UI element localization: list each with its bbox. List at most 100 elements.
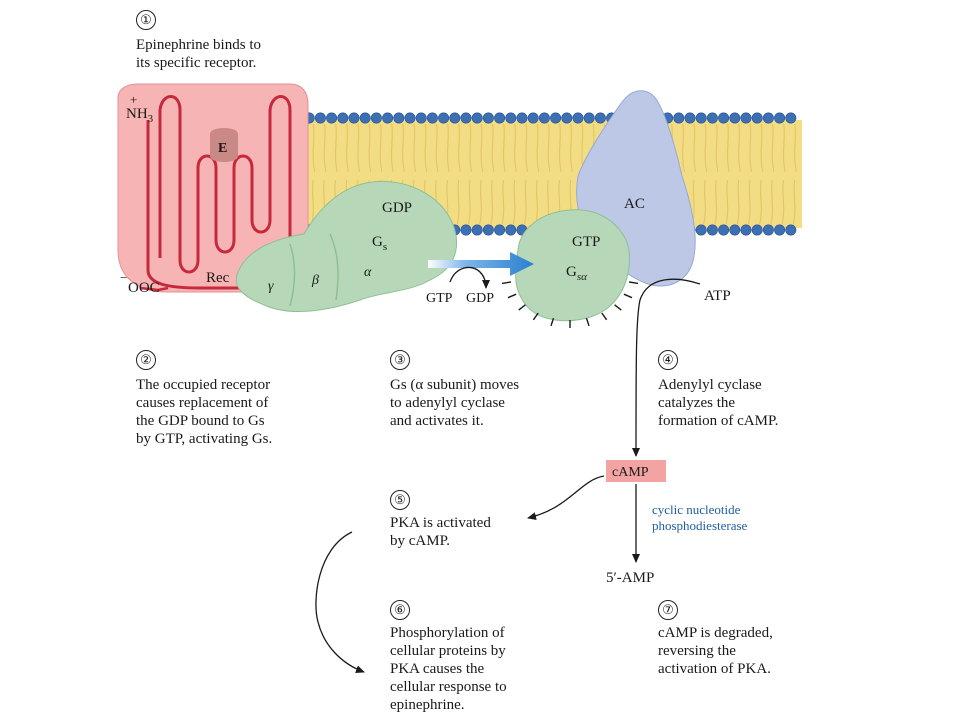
lipid-head xyxy=(314,112,326,124)
activation-rays xyxy=(501,281,639,328)
step-4-line-3: formation of cAMP. xyxy=(658,413,779,429)
ooc-label: OOC xyxy=(128,280,160,296)
step-7-line-1: cAMP is degraded, xyxy=(658,625,773,641)
lipid-tail xyxy=(467,179,471,225)
lipid-tail xyxy=(334,123,338,173)
lipid-tail xyxy=(458,123,461,173)
lipid-tail xyxy=(402,123,405,173)
step-2-number: ② xyxy=(136,350,156,370)
step-3-line-3: and activates it. xyxy=(390,413,484,429)
lipid-head xyxy=(594,112,606,124)
lipid-head xyxy=(460,224,472,236)
camp-label: cAMP xyxy=(612,465,649,480)
lipid-tail xyxy=(570,123,573,173)
lipid-head xyxy=(460,112,472,124)
lipid-tail xyxy=(525,123,529,173)
gtp-in-label: GTP xyxy=(426,291,453,306)
lipid-head xyxy=(695,112,707,124)
activation-ray xyxy=(601,312,608,321)
activation-ray xyxy=(614,304,622,311)
step-6-line-4: cellular response to xyxy=(390,679,507,695)
lipid-tail xyxy=(535,179,538,225)
lipid-head xyxy=(516,112,528,124)
step-1-line-2: its specific receptor. xyxy=(136,55,257,71)
lipid-tail xyxy=(446,123,450,173)
step-5-line-2: by cAMP. xyxy=(390,533,451,549)
lipid-head xyxy=(718,112,730,124)
lipid-tail xyxy=(523,179,527,225)
lipid-head xyxy=(426,112,438,124)
lipid-head xyxy=(762,112,774,124)
step-2-line-4: by GTP, activating Gs. xyxy=(136,431,273,447)
lipid-head xyxy=(673,112,685,124)
lipid-tail xyxy=(368,123,372,173)
lipid-tail xyxy=(435,123,439,173)
receptor-label: Rec xyxy=(206,270,230,286)
lipid-tail xyxy=(346,123,349,173)
lipid-head xyxy=(471,112,483,124)
step-4-line-1: Adenylyl cyclase xyxy=(658,377,762,393)
lipid-tail xyxy=(312,123,316,173)
activation-ray xyxy=(623,293,633,299)
lipid-head xyxy=(740,112,752,124)
enzyme-label: cyclic nucleotide phosphodiesterase xyxy=(652,502,747,534)
lipid-head xyxy=(785,224,797,236)
lipid-tail xyxy=(770,179,774,225)
atp-label: ATP xyxy=(704,288,731,304)
nh3-charge: + xyxy=(130,92,137,107)
lipid-tail xyxy=(479,179,482,225)
lipid-head xyxy=(348,112,360,124)
lipid-head xyxy=(482,112,494,124)
lipid-tail xyxy=(469,123,473,173)
gs-subunit-divider xyxy=(329,233,339,301)
lipid-tail xyxy=(760,123,764,173)
lipid-head xyxy=(505,112,517,124)
lipid-tail xyxy=(792,179,796,225)
lipid-tail xyxy=(738,123,741,173)
step-4-line-2: catalyzes the xyxy=(658,395,736,411)
lipid-tail xyxy=(424,123,428,173)
step-1-text: Epinephrine binds to its specific recept… xyxy=(136,36,261,72)
lipid-head xyxy=(337,112,349,124)
ooc-charge: − xyxy=(120,270,127,285)
lipid-head xyxy=(583,112,595,124)
gsa-label: Gsα xyxy=(566,264,587,283)
lipid-head xyxy=(550,112,562,124)
lipid-head xyxy=(382,112,394,124)
lipid-tail xyxy=(749,123,753,173)
lipid-tail xyxy=(501,179,505,225)
lipid-head xyxy=(415,112,427,124)
lipid-tail xyxy=(490,179,494,225)
step-4-number: ④ xyxy=(658,350,678,370)
lipid-head xyxy=(684,112,696,124)
lipid-head xyxy=(494,112,506,124)
step-6-line-5: epinephrine. xyxy=(390,697,465,713)
lipid-tail xyxy=(759,179,762,225)
lipid-heads-top xyxy=(292,112,797,124)
step-7-text: cAMP is degraded, reversing the activati… xyxy=(658,624,773,678)
gs-beta-divider xyxy=(289,243,296,307)
lipid-head xyxy=(718,224,730,236)
step-5-number: ⑤ xyxy=(390,490,410,510)
lipid-head xyxy=(706,112,718,124)
activation-ray xyxy=(501,281,512,285)
lipid-tail xyxy=(357,123,361,173)
activation-ray xyxy=(532,312,539,321)
lipid-tail xyxy=(491,123,495,173)
activation-ray xyxy=(550,317,555,327)
gs-label: Gs xyxy=(372,234,387,253)
lipid-tail xyxy=(726,123,730,173)
lipid-tail xyxy=(782,123,786,173)
lipid-head xyxy=(449,112,461,124)
step-5-line-1: PKA is activated xyxy=(390,515,491,531)
lipid-tail xyxy=(514,123,517,173)
enzyme-line-1: cyclic nucleotide xyxy=(652,502,741,517)
ooc-tail xyxy=(139,286,169,292)
step-3-text: Gs (α subunit) moves to adenylyl cyclase… xyxy=(390,376,519,430)
epinephrine-ligand xyxy=(210,128,238,162)
lipid-tail xyxy=(703,179,706,225)
lipid-head xyxy=(751,112,763,124)
lipid-head xyxy=(404,112,416,124)
